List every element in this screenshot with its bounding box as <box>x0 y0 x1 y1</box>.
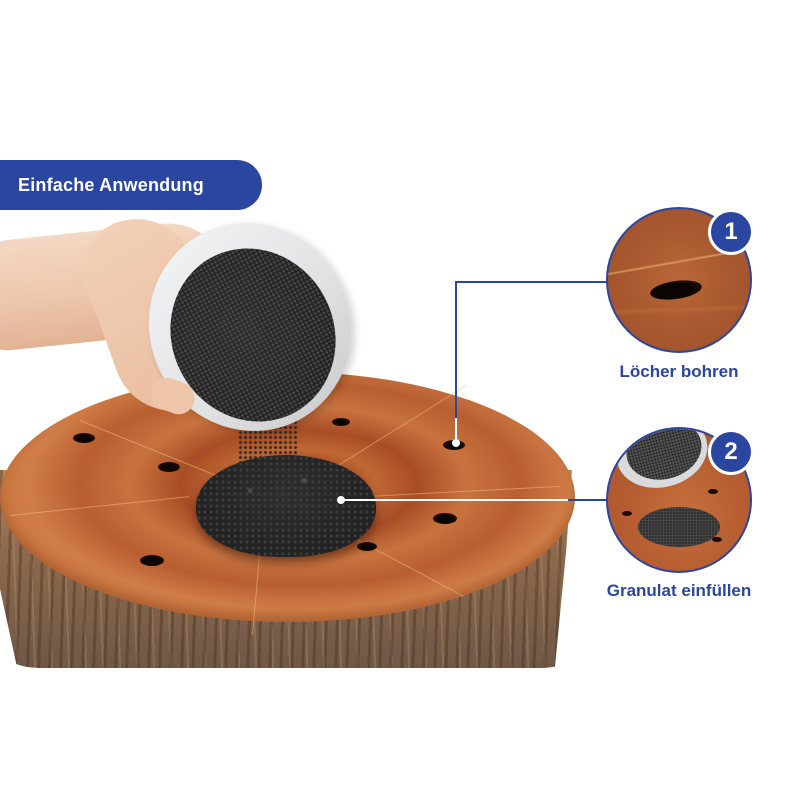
banner-title: Einfache Anwendung <box>18 174 204 195</box>
drilled-hole <box>357 542 377 551</box>
title-banner: Einfache Anwendung <box>0 160 262 210</box>
drilled-hole <box>158 462 180 472</box>
drilled-hole <box>712 537 722 542</box>
drilled-hole <box>332 418 350 426</box>
connector-line-step1-on-wood <box>455 418 457 442</box>
drilled-hole <box>708 489 718 494</box>
connector-dot-step2 <box>337 496 345 504</box>
connector-dot-step1 <box>452 439 460 447</box>
drilled-hole <box>622 511 632 516</box>
step2-number-badge: 2 <box>708 429 754 475</box>
mini-granulate-pile <box>638 507 720 547</box>
drilled-hole <box>140 555 164 566</box>
connector-line-step2 <box>568 499 608 501</box>
drilled-hole <box>433 513 457 524</box>
drill-hole-closeup <box>649 277 703 303</box>
step1-number-badge: 1 <box>708 209 754 255</box>
drilled-hole <box>73 433 95 443</box>
connector-line-step1-vertical <box>455 281 457 421</box>
step1-label: Löcher bohren <box>619 362 739 381</box>
connector-line-step2-on-wood <box>342 499 570 501</box>
connector-line-step1-horizontal <box>455 281 607 283</box>
step2-label: Granulat einfüllen <box>606 581 752 600</box>
granulate-pile <box>196 455 376 557</box>
